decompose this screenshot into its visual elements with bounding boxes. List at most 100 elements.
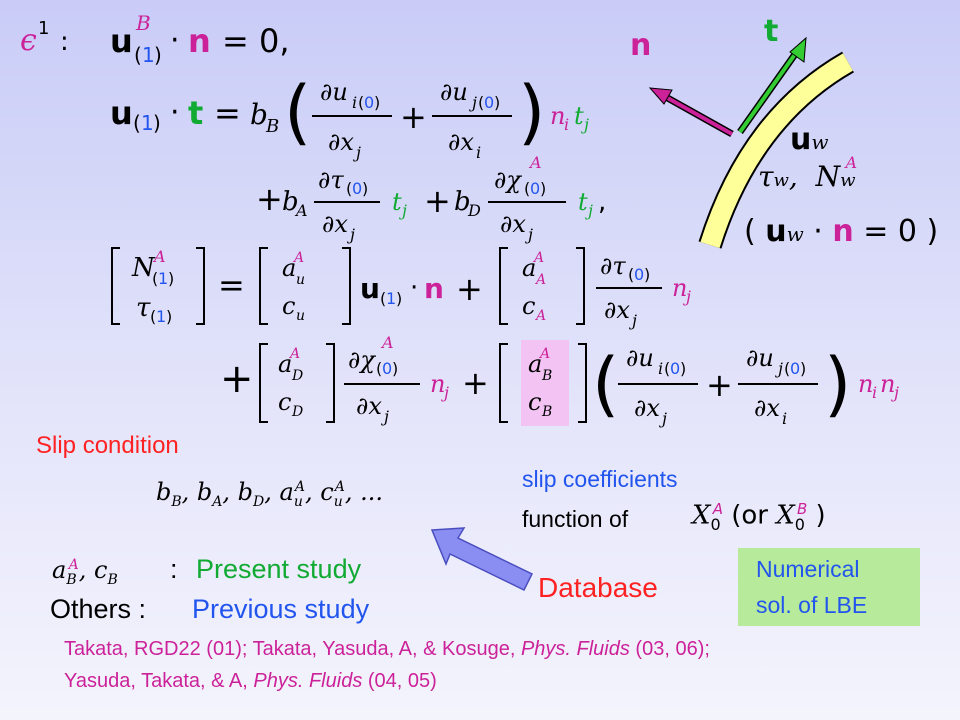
svg-text:(: ( (133, 111, 141, 135)
svg-text:τ: τ (136, 293, 151, 323)
svg-text:c: c (278, 388, 291, 416)
svg-text:(: ( (784, 359, 790, 378)
svg-text:t: t (392, 188, 402, 216)
svg-text:·: · (170, 95, 180, 130)
svg-text:): ) (824, 343, 851, 425)
svg-text:(: ( (134, 43, 142, 67)
svg-text:+: + (706, 366, 733, 404)
lbe-solution-box: Numerical sol. of LBE (738, 548, 920, 626)
svg-text:(: ( (478, 93, 484, 112)
svg-text:∂x: ∂x (634, 394, 660, 422)
svg-text:0: 0 (382, 359, 392, 378)
svg-text:): ) (166, 307, 172, 326)
previous-study-text: Previous study (192, 594, 370, 624)
svg-text:A: A (288, 346, 300, 362)
svg-text:+: + (220, 356, 254, 402)
svg-text:A: A (380, 333, 394, 352)
svg-text:∂u: ∂u (746, 344, 774, 372)
svg-text:A: A (294, 201, 308, 220)
n-label: n (630, 28, 652, 63)
svg-text:c: c (522, 292, 535, 320)
svg-text:∂x: ∂x (754, 394, 780, 422)
svg-text:(: ( (346, 179, 352, 198)
svg-text:): ) (374, 93, 380, 112)
slip-coefficient-list: bB, bA, bD, auA, cuA, ... (156, 478, 384, 510)
slip-coefficients-label: slip coefficients (522, 466, 678, 492)
svg-text:1: 1 (141, 111, 154, 135)
svg-text:u: u (360, 272, 380, 305)
svg-text:B: B (541, 404, 552, 420)
svg-text:): ) (154, 43, 162, 67)
svg-text:= 0,: = 0, (222, 22, 290, 60)
svg-text:+: + (456, 270, 483, 308)
svg-text:j: j (581, 115, 589, 134)
svg-text:j: j (629, 311, 637, 330)
svg-text:0: 0 (790, 359, 800, 378)
svg-text:c: c (282, 292, 295, 320)
svg-text:ϵ: ϵ (20, 23, 37, 58)
svg-text:j: j (399, 201, 407, 220)
svg-text:·: · (170, 23, 180, 58)
equation-1: u B (1) · n = 0, (110, 11, 290, 67)
svg-text:n: n (880, 370, 895, 398)
lbe-box-line2: sol. of LBE (756, 592, 868, 618)
svg-text:A: A (152, 247, 166, 266)
svg-text:u: u (110, 94, 133, 132)
svg-text:+: + (424, 182, 451, 220)
svg-text:D: D (467, 201, 481, 220)
svg-text:+: + (256, 180, 283, 218)
svg-text:i: i (476, 143, 481, 162)
svg-text:n: n (550, 102, 565, 130)
svg-text:A: A (534, 308, 546, 324)
svg-text:(: ( (284, 71, 311, 153)
svg-text:(: ( (380, 289, 386, 308)
svg-text:∂τ: ∂τ (600, 252, 626, 280)
database-arrow (430, 527, 534, 591)
svg-text:(: ( (664, 359, 670, 378)
svg-text:1: 1 (386, 289, 396, 308)
svg-text:i: i (872, 383, 877, 402)
tangent-vector-arrow (737, 36, 807, 135)
function-variables: X0A (or X0B ) (692, 500, 826, 534)
svg-text:,: , (598, 187, 606, 217)
svg-text:u: u (296, 272, 305, 288)
svg-text:b: b (250, 98, 268, 131)
tau-label: τw, NwA (758, 153, 858, 193)
svg-text:j: j (891, 383, 899, 402)
svg-text:j: j (353, 143, 361, 162)
svg-text:): ) (396, 289, 402, 308)
svg-text:B: B (265, 116, 279, 137)
svg-text::: : (60, 27, 69, 57)
svg-text:∂χ: ∂χ (494, 166, 522, 194)
svg-text:∂u: ∂u (440, 78, 468, 106)
svg-text:): ) (644, 265, 650, 284)
svg-text:1: 1 (38, 18, 49, 39)
svg-text:B: B (541, 368, 552, 384)
svg-text:(: ( (152, 269, 158, 288)
svg-text:+: + (462, 364, 489, 402)
svg-text:0: 0 (364, 93, 374, 112)
svg-text:A: A (538, 346, 550, 362)
svg-text:j: j (469, 93, 477, 112)
svg-text:0: 0 (484, 93, 494, 112)
svg-text:): ) (494, 93, 500, 112)
svg-text:u: u (110, 22, 133, 60)
svg-text:∂x: ∂x (500, 210, 526, 238)
svg-text:t: t (578, 188, 588, 216)
svg-text:0: 0 (530, 179, 540, 198)
svg-text:(: ( (524, 179, 530, 198)
svg-text:(: ( (376, 359, 382, 378)
svg-text:∂τ: ∂τ (318, 166, 344, 194)
svg-text:A: A (534, 272, 546, 288)
svg-text:j: j (775, 359, 783, 378)
svg-text:): ) (680, 359, 686, 378)
function-of-label: function of (522, 506, 629, 532)
svg-text:0: 0 (352, 179, 362, 198)
svg-text:): ) (540, 179, 546, 198)
svg-text:j: j (381, 407, 389, 426)
svg-text:1: 1 (142, 43, 155, 67)
svg-text:j: j (585, 201, 593, 220)
svg-text:): ) (168, 269, 174, 288)
